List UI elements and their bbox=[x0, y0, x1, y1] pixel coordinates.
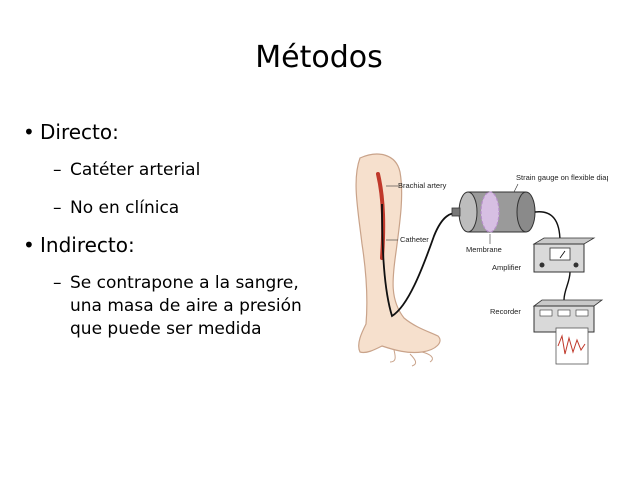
sub-bullet-no-clinica: –No en clínica bbox=[53, 198, 180, 218]
label-strain-gauge: Strain gauge on flexible diaphragm bbox=[516, 173, 608, 182]
sub-bullet-contrapone: –Se contrapone a la sangre, una masa de … bbox=[53, 273, 302, 339]
label-brachial-artery: Brachial artery bbox=[398, 181, 447, 190]
sub-bullet-cateter: –Catéter arterial bbox=[53, 160, 201, 180]
recorder-box bbox=[532, 299, 604, 365]
blood-pressure-measurement-figure: Brachial artery Strain gauge on flexible… bbox=[355, 153, 608, 367]
slide-title: Métodos bbox=[255, 40, 383, 75]
strain-gauge-cylinder bbox=[451, 191, 536, 233]
label-membrane: Membrane bbox=[466, 245, 502, 254]
bullet-indirecto: Indirecto: bbox=[23, 233, 135, 257]
arm-illustration bbox=[355, 153, 441, 354]
catheter-line bbox=[381, 203, 463, 318]
label-catheter: Catheter bbox=[400, 235, 429, 244]
label-recorder: Recorder bbox=[490, 307, 521, 316]
label-amplifier: Amplifier bbox=[492, 263, 522, 272]
bullet-directo: Directo: bbox=[23, 120, 119, 144]
amplifier-box bbox=[532, 237, 596, 273]
